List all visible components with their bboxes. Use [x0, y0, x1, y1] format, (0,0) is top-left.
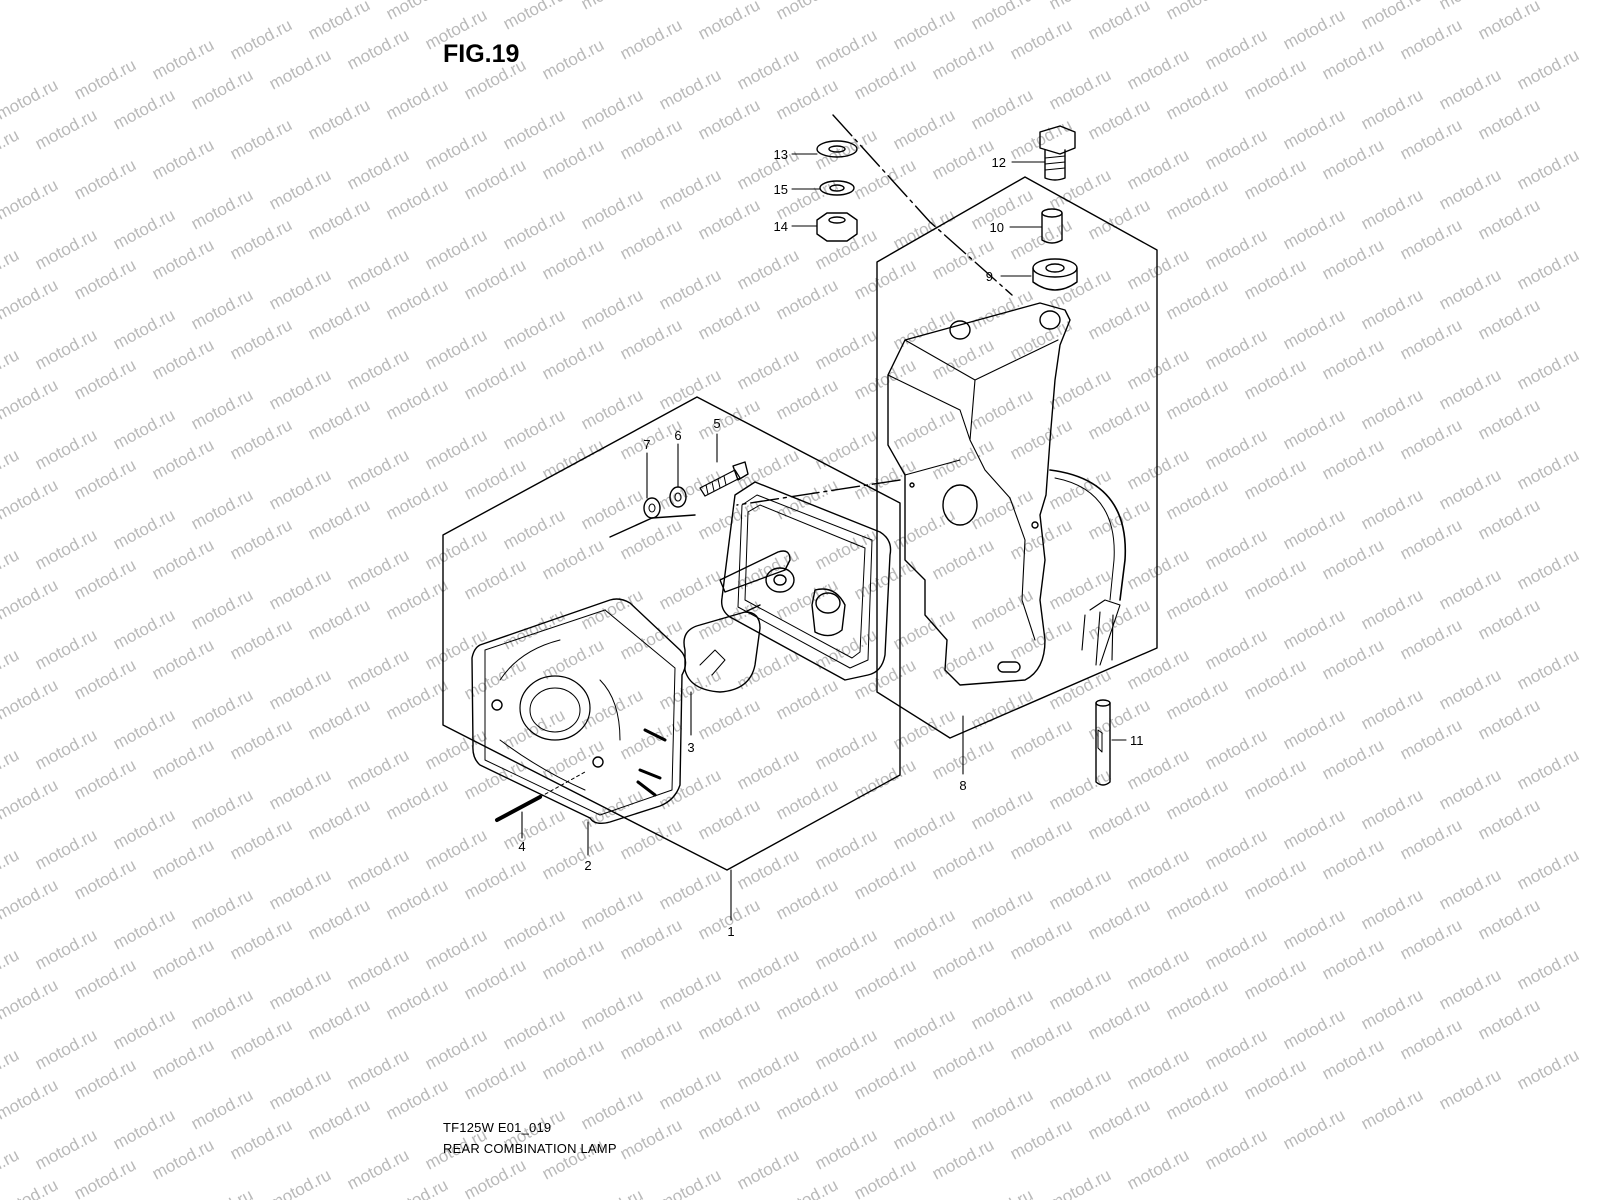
- collar-10: [1041, 208, 1063, 244]
- callout-6: 6: [674, 428, 681, 443]
- washer-leader: [609, 514, 696, 538]
- bracket-group-outline: [876, 176, 1158, 739]
- callout-11: 11: [1130, 733, 1144, 748]
- callout-4: 4: [518, 839, 525, 854]
- model-code: TF125W E01_019: [443, 1120, 552, 1135]
- hardware-leader: [832, 114, 1013, 296]
- screw-5: [699, 461, 749, 497]
- figure-caption: REAR COMBINATION LAMP: [443, 1141, 617, 1156]
- lamp-bracket: [887, 302, 1127, 686]
- callout-10: 10: [990, 220, 1004, 235]
- screw-4: [495, 771, 586, 822]
- callout-14: 14: [774, 219, 788, 234]
- washer-7: [643, 497, 661, 519]
- callout-12: 12: [992, 155, 1006, 170]
- callout-9: 9: [986, 269, 993, 284]
- bolt-12: [1039, 125, 1076, 181]
- callout-leaders: [521, 153, 1127, 921]
- nut-14: [816, 212, 858, 242]
- callout-3: 3: [687, 740, 694, 755]
- callout-15: 15: [774, 182, 788, 197]
- callout-5: 5: [713, 416, 720, 431]
- callout-2: 2: [584, 858, 591, 873]
- callout-numbers: 1 2 3 4 5 6 7 8 9 10 11 12 13 15 14: [518, 147, 1143, 939]
- callout-7: 7: [643, 437, 650, 452]
- washer-15: [819, 180, 855, 196]
- washer-13: [816, 140, 858, 158]
- lamp-assembly-group-outline: [442, 396, 901, 871]
- callout-13: 13: [774, 147, 788, 162]
- washer-6: [669, 486, 687, 508]
- lamp-bulb: [683, 604, 761, 693]
- assembly-leader: [736, 479, 901, 506]
- lamp-lens: [471, 598, 687, 825]
- grommet-9: [1032, 258, 1078, 291]
- callout-8: 8: [959, 778, 966, 793]
- figure-title: FIG.19: [443, 40, 520, 68]
- lamp-housing: [719, 481, 892, 681]
- callout-1: 1: [727, 924, 734, 939]
- pin-11: [1095, 699, 1111, 786]
